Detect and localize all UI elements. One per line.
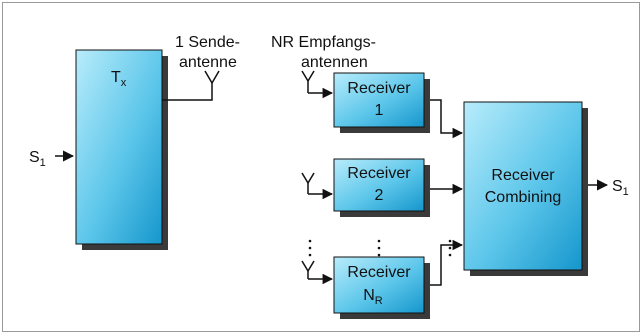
rx-antenna-icon (301, 260, 315, 279)
receiver-nr-output-line (430, 239, 464, 286)
tx-antenna-label-line2: antenne (179, 54, 237, 71)
tx-feed-line (162, 83, 213, 101)
receiver-nr: Receiver NR (301, 239, 464, 319)
receiver-1: Receiver 1 (301, 70, 464, 139)
receiver-1-label: Receiver (347, 80, 411, 97)
receiver-2: Receiver 2 (301, 158, 464, 217)
transmitter-block: Tx (75, 49, 168, 250)
ellipsis-dots (308, 239, 452, 257)
receiver-1-index: 1 (375, 102, 384, 119)
output-label: S1 (612, 178, 629, 198)
receiver-combining-block: Receiver Combining (463, 101, 588, 276)
tx-antenna-icon (204, 70, 220, 84)
rx-antenna-icon (301, 172, 315, 194)
receiver-nr-index: NR (363, 287, 383, 307)
combiner-label-line2: Combining (485, 189, 561, 206)
diagram-canvas: S1 Tx 1 Sende- antenne NR Empfangs- ante… (29, 34, 629, 319)
receiver-2-label: Receiver (347, 165, 411, 182)
receiver-1-output-line (430, 99, 464, 139)
receiver-nr-label: Receiver (347, 264, 411, 281)
rx-antennas-label-line1: NR Empfangs- (271, 34, 376, 51)
source-label: S1 (29, 149, 46, 169)
rx-antennas-label-line2: antennen (301, 54, 368, 71)
transmitter-label: Tx (111, 69, 127, 89)
combiner-label-line1: Receiver (491, 167, 555, 184)
tx-antenna-label-line1: 1 Sende- (175, 34, 240, 51)
receiver-2-index: 2 (375, 187, 384, 204)
rx-antenna-icon (301, 70, 315, 93)
diagram-frame: S1 Tx 1 Sende- antenne NR Empfangs- ante… (2, 2, 640, 332)
